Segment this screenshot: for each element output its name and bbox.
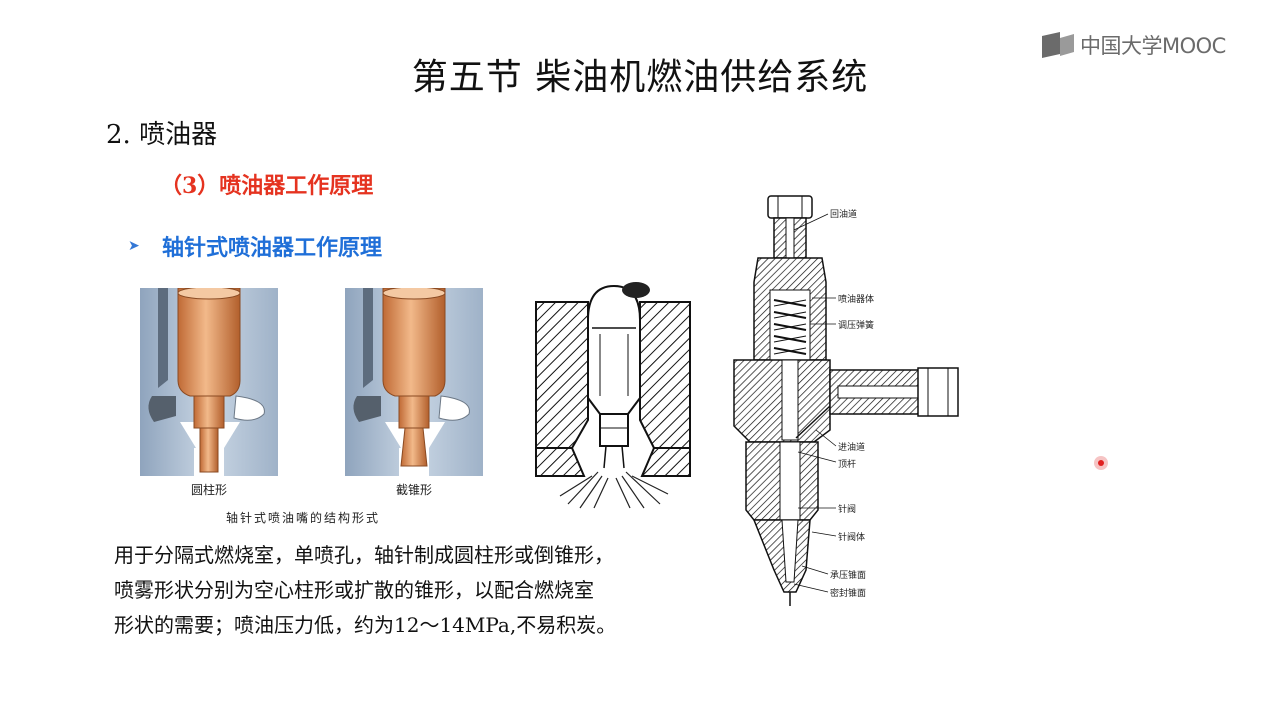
- label-conical: 截锥形: [396, 483, 433, 497]
- section-heading: 2. 喷油器: [106, 120, 218, 150]
- callout-inlet-channel: 进油道: [838, 443, 866, 453]
- logo-text: 中国大学MOOC: [1080, 34, 1226, 58]
- callout-injector-body: 喷油器体: [838, 295, 875, 305]
- callout-seal-cone: 密封锥面: [830, 589, 867, 599]
- callout-push-rod: 顶杆: [838, 460, 857, 470]
- pintle-conical-figure: [345, 288, 483, 476]
- body-line-2: 喷雾形状分别为空心柱形或扩散的锥形，以配合燃烧室: [114, 578, 594, 602]
- laser-pointer: [1094, 456, 1108, 470]
- body-line-1: 用于分隔式燃烧室，单喷孔，轴针制成圆柱形或倒锥形，: [114, 543, 614, 567]
- bullet-item: ➤ 轴针式喷油器工作原理: [128, 230, 382, 262]
- callout-pressure-cone: 承压锥面: [830, 571, 867, 581]
- bullet-text: 轴针式喷油器工作原理: [162, 235, 383, 261]
- body-line-3: 形状的需要；喷油压力低，约为12～14MPa,不易积炭。: [114, 613, 617, 637]
- slide-title: 第五节 柴油机燃油供给系统: [411, 57, 869, 98]
- callout-needle-valve: 针阀: [838, 505, 857, 515]
- mooc-logo: 中国大学MOOC: [1040, 28, 1250, 62]
- figure-caption: 轴针式喷油嘴的结构形式: [226, 511, 381, 525]
- callout-pressure-spring: 调压弹簧: [838, 321, 875, 331]
- callout-needle-body: 针阀体: [838, 533, 866, 543]
- pintle-cylindrical-figure: [140, 288, 278, 476]
- nozzle-section-figure: [535, 282, 691, 509]
- callout-return-channel: 回油道: [830, 210, 858, 220]
- body-paragraph: 用于分隔式燃烧室，单喷孔，轴针制成圆柱形或倒锥形， 喷雾形状分别为空心柱形或扩散…: [114, 538, 734, 643]
- injector-assembly-figure: [733, 195, 959, 606]
- label-cylindrical: 圆柱形: [191, 483, 228, 497]
- arrow-bullet-icon: ➤: [128, 238, 140, 254]
- mooc-logo-icon: [1042, 32, 1074, 58]
- subsection-heading: （3）喷油器工作原理: [160, 173, 374, 199]
